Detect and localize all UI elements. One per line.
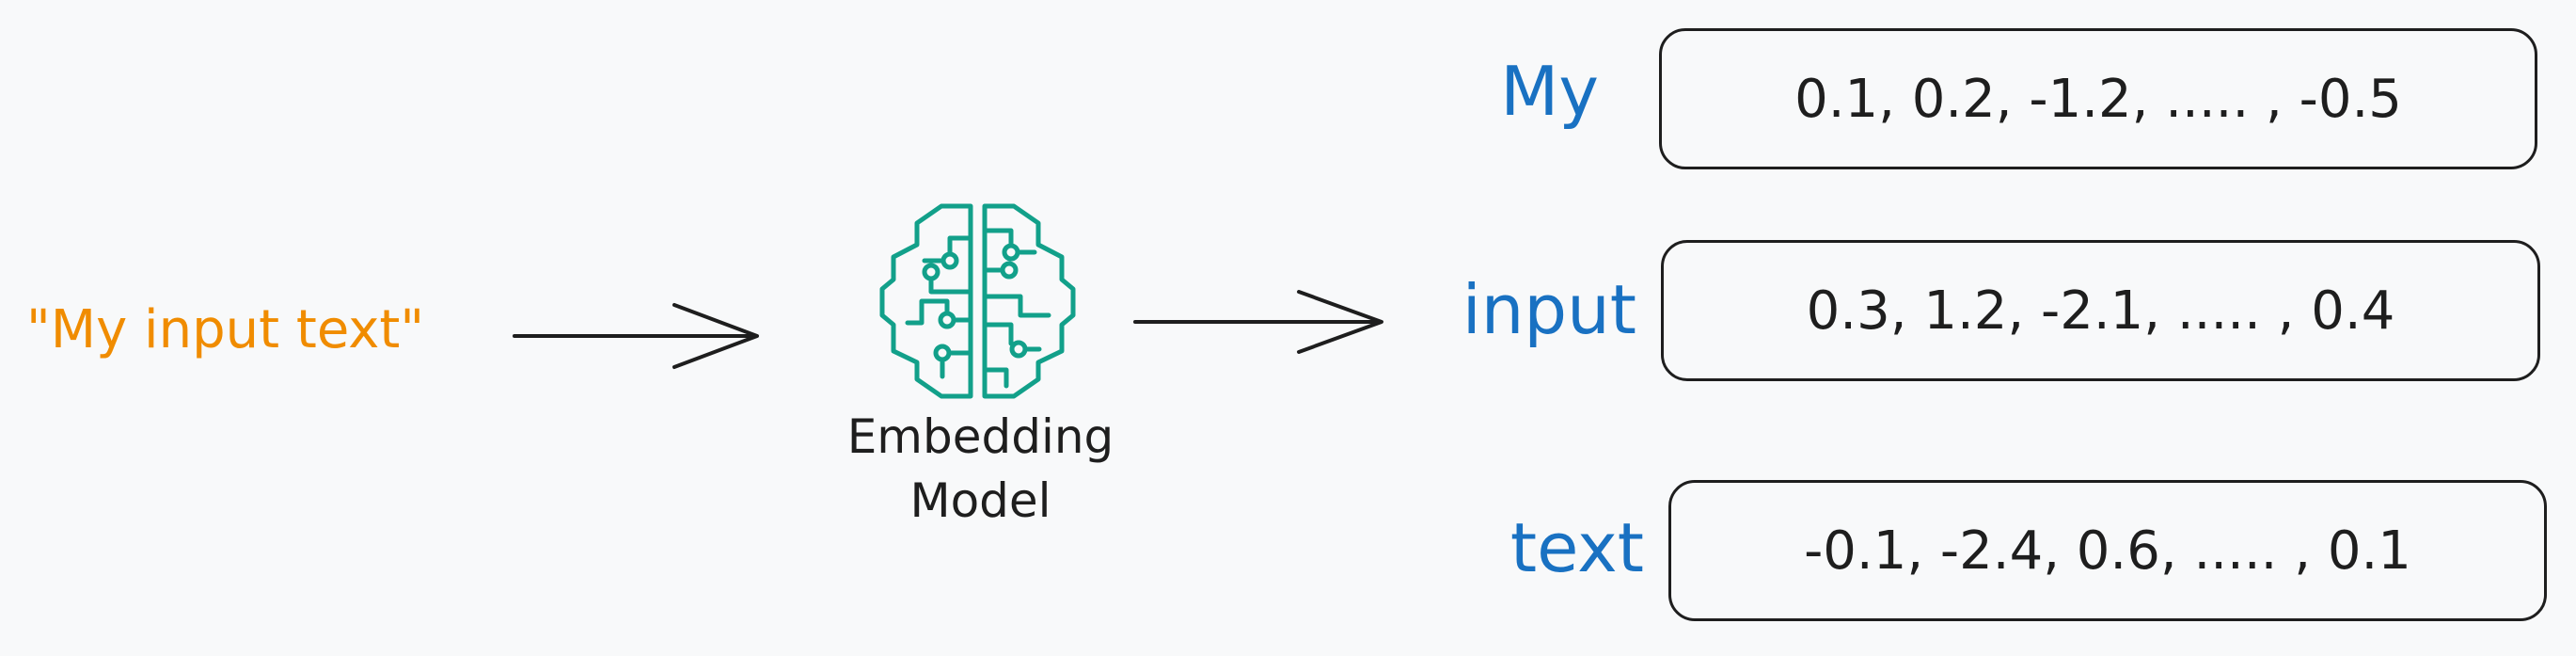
arrow-input-to-model <box>513 303 759 369</box>
brain-circuit-icon <box>879 203 1076 399</box>
model-label-line2: Model <box>909 473 1051 528</box>
arrow-model-to-embeddings <box>1133 290 1383 354</box>
model-label-line1: Embedding <box>846 409 1114 464</box>
token-label-input: input <box>1462 270 1636 349</box>
token-label-text: text <box>1509 508 1644 587</box>
token-label-my: My <box>1500 52 1599 131</box>
embedding-vector-my: 0.1, 0.2, -1.2, ..... , -0.5 <box>1659 28 2537 169</box>
input-text: "My input text" <box>26 299 425 360</box>
embedding-vector-input: 0.3, 1.2, -2.1, ..... , 0.4 <box>1661 240 2540 381</box>
model-label: Embedding Model <box>818 405 1143 533</box>
embedding-vector-text: -0.1, -2.4, 0.6, ..... , 0.1 <box>1668 480 2547 621</box>
